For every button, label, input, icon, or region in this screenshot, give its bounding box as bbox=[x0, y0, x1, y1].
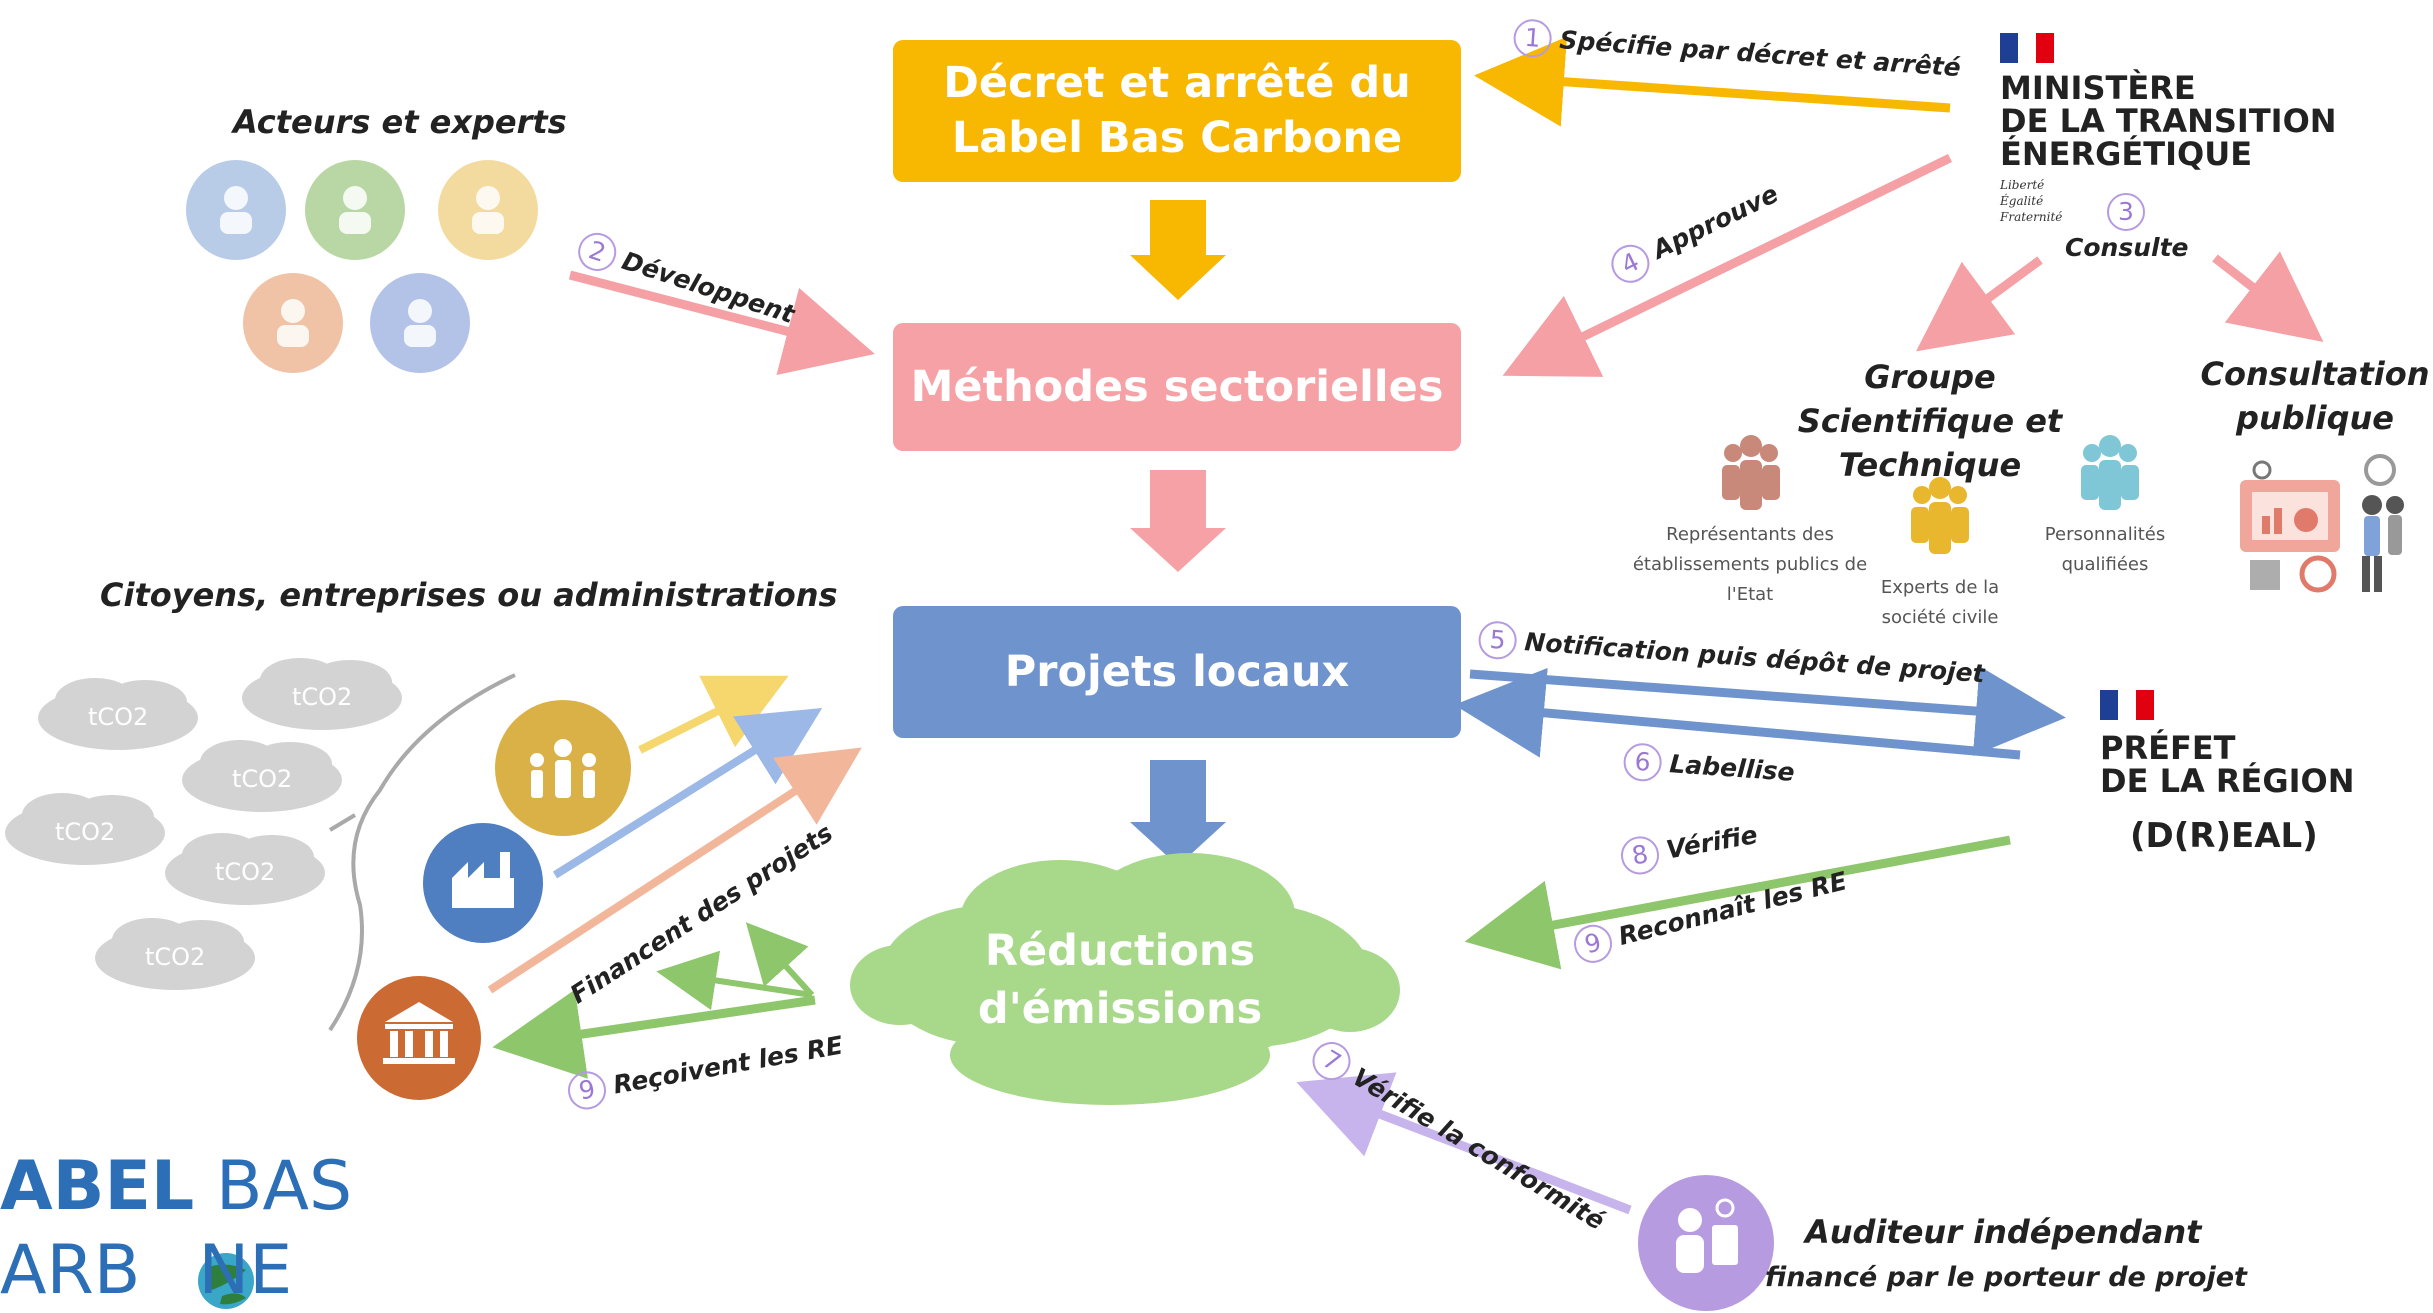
methodes-label: Méthodes sectorielles bbox=[910, 362, 1444, 412]
arrow-2 bbox=[568, 270, 875, 376]
prefet-flag bbox=[2100, 690, 2154, 720]
tco2-cloud-4 bbox=[5, 793, 165, 865]
auditeur-label: Auditeur indépendant bbox=[1805, 1213, 2202, 1251]
down-arrow-1 bbox=[1130, 200, 1226, 300]
arrow-9b-branch-1 bbox=[656, 950, 813, 1011]
factory-icon bbox=[423, 823, 543, 943]
projets-box: Projets locaux bbox=[893, 606, 1461, 738]
arrow-1-num: 1 bbox=[1512, 18, 1553, 59]
individuals-icon bbox=[495, 700, 631, 836]
tco2-label-5: tCO2 bbox=[215, 858, 276, 886]
brace-tick bbox=[328, 813, 357, 832]
experts-icon bbox=[1911, 477, 1969, 554]
finance-arrow-2 bbox=[552, 708, 823, 879]
acteurs-group-icons bbox=[186, 160, 538, 373]
arrow-3-text: Consulte bbox=[2065, 233, 2189, 262]
arrow-3-right bbox=[2212, 251, 2324, 343]
personnalites-icon bbox=[2081, 435, 2139, 510]
finance-arrow-3 bbox=[487, 747, 862, 994]
institution-icon bbox=[357, 976, 481, 1100]
arrow-9b bbox=[492, 989, 816, 1079]
prefet-line2: DE LA RÉGION bbox=[2100, 762, 2355, 800]
down-arrow-2 bbox=[1130, 470, 1226, 572]
tco2-cloud-1 bbox=[38, 678, 198, 750]
motto-fraternite: Fraternité bbox=[2000, 210, 2063, 224]
tco2-label-4: tCO2 bbox=[55, 818, 116, 846]
arrow-8-num: 8 bbox=[1618, 833, 1663, 878]
logo-ne: NE bbox=[198, 1231, 293, 1310]
representants-icon bbox=[1722, 435, 1780, 510]
ministere-block: MINISTÈRE DE LA TRANSITION ÉNERGÉTIQUE L… bbox=[2000, 72, 2337, 225]
arrow-8 bbox=[1464, 835, 2011, 970]
reductions-label-box: Réductions d'émissions bbox=[940, 920, 1300, 1040]
reductions-label: Réductions d'émissions bbox=[977, 926, 1263, 1034]
ministere-line1: MINISTÈRE bbox=[2000, 69, 2196, 107]
citoyens-label: Citoyens, entreprises ou administrations bbox=[100, 576, 838, 614]
tco2-cloud-3 bbox=[182, 740, 342, 812]
logo-arb: ARB bbox=[0, 1231, 141, 1310]
prefet-line1: PRÉFET bbox=[2100, 729, 2236, 767]
motto-egalite: Égalité bbox=[2000, 194, 2044, 208]
ministere-line2: DE LA TRANSITION bbox=[2000, 102, 2337, 140]
motto-liberte: Liberté bbox=[2000, 178, 2045, 192]
consultation-illustration bbox=[2240, 454, 2404, 593]
personnalites-label: Personnalités qualifiées bbox=[2044, 524, 2166, 575]
logo-line-1: ABEL BAS bbox=[0, 1145, 352, 1229]
arrow-1 bbox=[1474, 36, 1951, 127]
arrow-4 bbox=[1502, 153, 1952, 377]
arrow-6-num: 6 bbox=[1622, 742, 1663, 783]
group-brace bbox=[328, 673, 516, 1032]
arrow-5-num: 5 bbox=[1477, 620, 1518, 661]
arrow-5 bbox=[1469, 666, 2066, 756]
tco2-cloud-5 bbox=[165, 833, 325, 905]
tco2-label-3: tCO2 bbox=[232, 765, 293, 793]
auditeur-icon bbox=[1638, 1175, 1774, 1311]
logo-line-2: ARB NE bbox=[0, 1229, 292, 1313]
decret-label: Décret et arrêté du Label Bas Carbone bbox=[943, 58, 1411, 163]
prefet-line3: (D(R)EAL) bbox=[2130, 816, 2318, 856]
arrow-3-left bbox=[1916, 256, 2043, 352]
tco2-label-1: tCO2 bbox=[88, 703, 149, 731]
logo-abel: ABEL bbox=[0, 1147, 195, 1226]
auditeur-sub-label: financé par le porteur de projet bbox=[1765, 1262, 2247, 1293]
reductions-cloud bbox=[850, 853, 1400, 1105]
tco2-cloud-6 bbox=[95, 918, 255, 990]
groupe-label: Groupe Scientifique et Technique bbox=[1797, 358, 2063, 484]
arrow-7 bbox=[1296, 1072, 1632, 1215]
methodes-box: Méthodes sectorielles bbox=[893, 323, 1461, 451]
down-arrow-3 bbox=[1130, 760, 1226, 866]
tco2-cloud-2 bbox=[242, 658, 402, 730]
arrow-9b-num: 9 bbox=[565, 1068, 610, 1113]
finance-arrow-1 bbox=[638, 675, 789, 754]
arrow-3-num: 3 bbox=[2107, 193, 2145, 231]
logo-bas: BAS bbox=[215, 1147, 353, 1226]
acteurs-experts-label: Acteurs et experts bbox=[233, 103, 567, 141]
arrow-6 bbox=[1454, 667, 2021, 760]
projets-label: Projets locaux bbox=[1004, 647, 1350, 697]
arrow-6-text: Labellise bbox=[1668, 749, 1796, 787]
prefet-block: PRÉFET DE LA RÉGION (D(R)EAL) bbox=[2100, 729, 2355, 856]
consultation-label: Consultation publique bbox=[2200, 355, 2430, 437]
ministere-line3: ÉNERGÉTIQUE bbox=[2000, 135, 2253, 173]
experts-label: Experts de la société civile bbox=[1880, 577, 2000, 628]
arrow-9b-branch-2 bbox=[745, 922, 815, 998]
tco2-label-2: tCO2 bbox=[292, 683, 353, 711]
tco2-label-6: tCO2 bbox=[145, 943, 206, 971]
decret-box: Décret et arrêté du Label Bas Carbone bbox=[893, 40, 1461, 182]
tco2-clouds bbox=[5, 658, 402, 990]
ministere-flag bbox=[2000, 33, 2054, 63]
representants-label: Représentants des établissements publics… bbox=[1632, 524, 1868, 605]
label-bas-carbone-globe-icon bbox=[198, 1253, 254, 1309]
